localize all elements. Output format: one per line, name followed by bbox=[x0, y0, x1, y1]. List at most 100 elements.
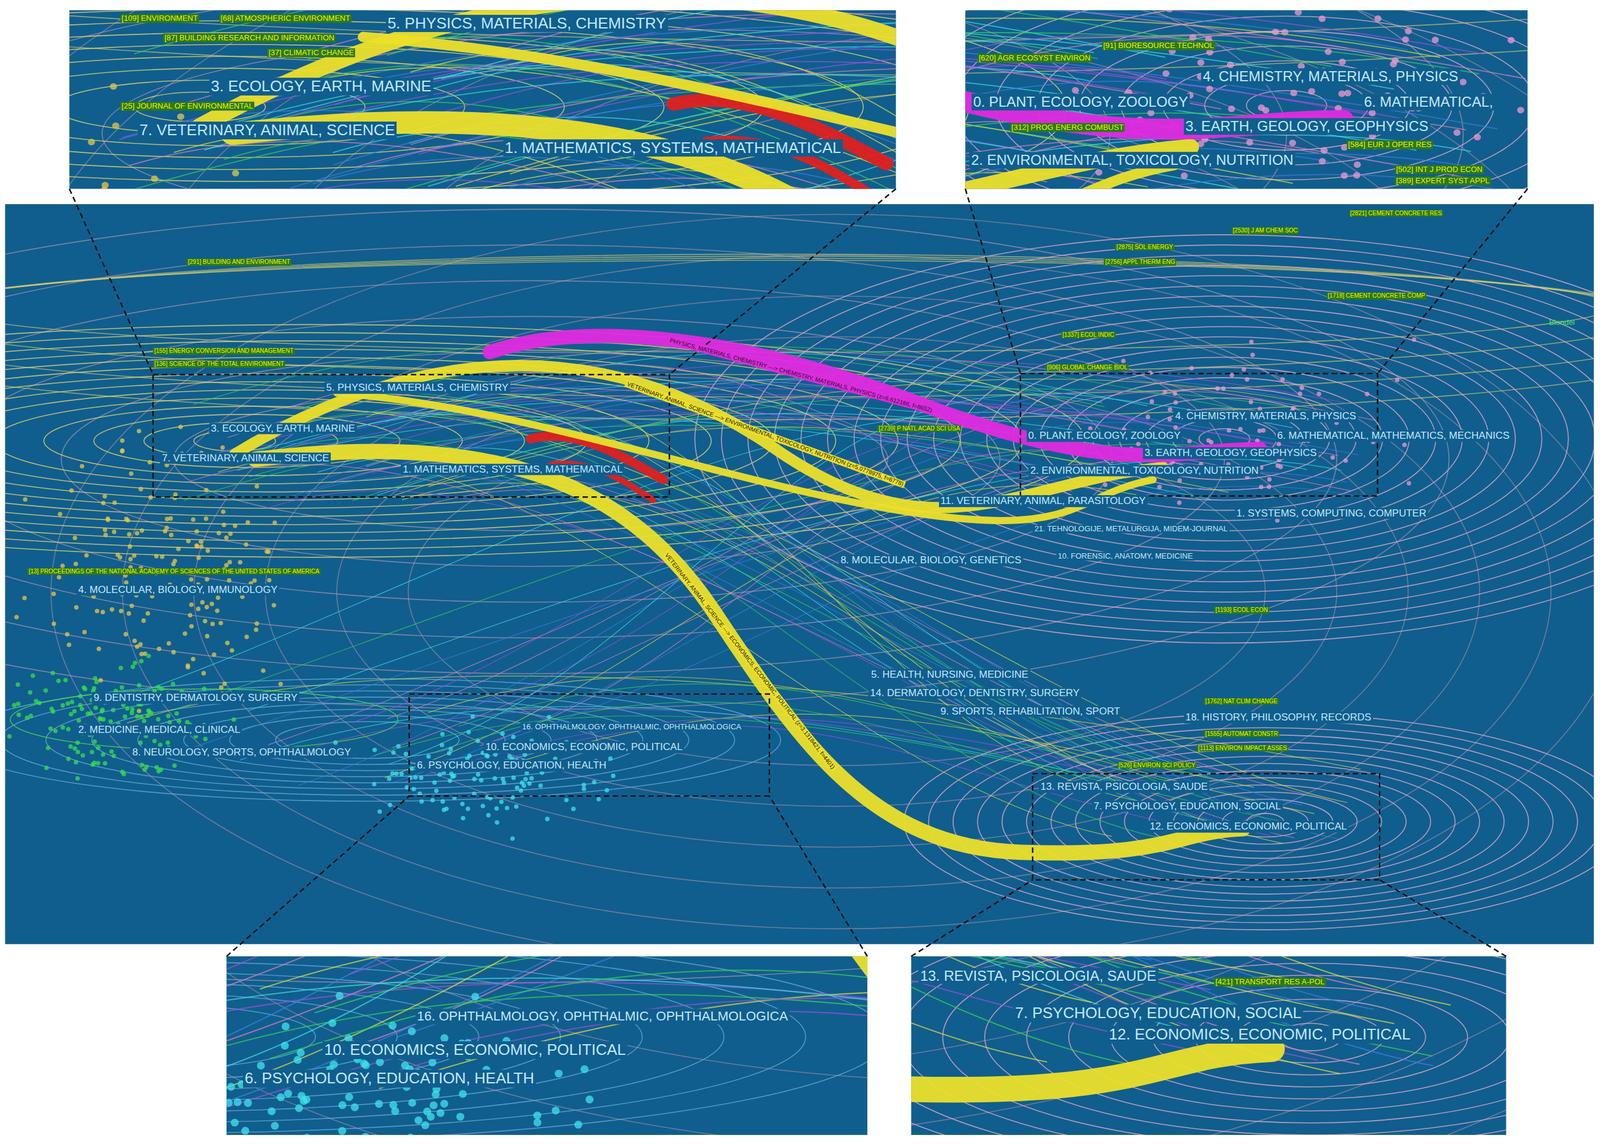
journal-dot bbox=[138, 642, 143, 647]
journal-dot bbox=[1260, 428, 1266, 433]
cluster-label: 8. NEUROLOGY, SPORTS, OPHTHALMOLOGY bbox=[130, 746, 353, 759]
journal-dot bbox=[145, 611, 151, 616]
citation-curve bbox=[373, 715, 1337, 833]
journal-dot bbox=[45, 745, 51, 751]
journal-dot bbox=[109, 607, 115, 612]
journal-dot bbox=[170, 681, 176, 687]
journal-dot bbox=[1276, 441, 1282, 447]
journal-dot bbox=[128, 556, 133, 562]
journal-dot bbox=[122, 714, 128, 720]
journal-dot bbox=[176, 546, 181, 552]
journal-dot bbox=[50, 670, 56, 676]
journal-dot bbox=[33, 698, 39, 704]
journal-dot bbox=[230, 647, 235, 653]
cluster-ellipse bbox=[226, 972, 561, 1101]
journal-dot bbox=[172, 762, 178, 768]
journal-dot bbox=[1453, 129, 1461, 136]
journal-dot bbox=[1431, 36, 1439, 44]
journal-dot bbox=[406, 1133, 415, 1135]
cluster-label: 1. MATHEMATICS, SYSTEMS, MATHEMATICAL bbox=[503, 139, 843, 158]
zoom-region bbox=[1032, 773, 1380, 880]
journal-dot bbox=[157, 646, 162, 652]
journal-dot bbox=[245, 519, 251, 525]
journal-dot bbox=[155, 716, 161, 722]
journal-dot bbox=[211, 652, 217, 657]
journal-dot bbox=[302, 1133, 311, 1135]
journal-dot bbox=[105, 517, 111, 523]
journal-dot bbox=[280, 1041, 289, 1050]
citation-curve bbox=[226, 956, 868, 1088]
journal-dot bbox=[127, 544, 133, 549]
cluster-ellipse bbox=[69, 10, 896, 189]
journal-dot bbox=[72, 535, 78, 541]
journal-dot bbox=[390, 770, 395, 776]
journal-dot bbox=[132, 553, 137, 558]
journal-dot bbox=[433, 788, 439, 794]
journal-dot bbox=[492, 775, 498, 781]
journal-dot bbox=[1459, 78, 1467, 86]
cluster-label: 2. MEDICINE, MEDICAL, CLINICAL bbox=[76, 723, 242, 736]
cluster-ellipse bbox=[50, 214, 1595, 944]
journal-dot bbox=[176, 718, 182, 724]
journal-dot bbox=[1177, 478, 1183, 484]
journal-dot bbox=[296, 1048, 305, 1057]
journal-dot bbox=[1071, 87, 1079, 94]
journal-dot bbox=[1391, 57, 1400, 65]
journal-dot bbox=[16, 701, 21, 707]
citation-curve bbox=[911, 956, 1360, 1065]
journal-label: [2875] SOL ENERGY bbox=[1115, 243, 1174, 251]
cluster-ellipse bbox=[827, 285, 1595, 592]
journal-dot bbox=[75, 740, 81, 746]
citation-curve bbox=[226, 977, 868, 1113]
journal-dot bbox=[283, 1088, 292, 1097]
cluster-ellipse bbox=[911, 956, 1507, 1135]
journal-dot bbox=[1320, 147, 1328, 154]
journal-dot bbox=[328, 1019, 337, 1027]
journal-dot bbox=[374, 1099, 383, 1108]
cluster-label: 9. SPORTS, REHABILITATION, SPORT bbox=[939, 705, 1123, 718]
journal-dot bbox=[475, 738, 481, 744]
journal-dot bbox=[244, 1099, 252, 1107]
cluster-ellipse bbox=[226, 956, 868, 1135]
journal-dot bbox=[43, 688, 49, 693]
journal-dot bbox=[79, 706, 85, 712]
journal-dot bbox=[132, 660, 138, 666]
cluster-label: 4. CHEMISTRY, MATERIALS, PHYSICS bbox=[1201, 68, 1461, 85]
journal-dot bbox=[123, 631, 129, 637]
citation-curve bbox=[911, 956, 1211, 990]
citation-curve bbox=[911, 956, 1433, 1056]
journal-dot bbox=[458, 1089, 467, 1098]
cluster-ellipse bbox=[1051, 755, 1480, 887]
journal-dot bbox=[69, 487, 75, 493]
journal-dot bbox=[75, 749, 81, 755]
journal-dot bbox=[202, 618, 208, 624]
journal-dot bbox=[511, 775, 517, 781]
journal-dot bbox=[27, 690, 33, 695]
journal-dot bbox=[103, 532, 108, 538]
journal-dot bbox=[1189, 33, 1197, 41]
cluster-label: 18. HISTORY, PHILOSOPHY, RECORDS bbox=[1183, 711, 1373, 724]
journal-dot bbox=[533, 1118, 542, 1126]
journal-dot bbox=[1299, 385, 1305, 391]
journal-dot bbox=[1121, 358, 1126, 364]
map-ground bbox=[69, 10, 896, 189]
journal-dot bbox=[136, 708, 142, 714]
journal-dot bbox=[152, 738, 158, 744]
journal-dot bbox=[233, 1097, 242, 1106]
journal-label: [25] JOURNAL OF ENVIRONMENTAL bbox=[120, 101, 255, 111]
journal-dot bbox=[92, 739, 98, 744]
zoom-inset-art bbox=[69, 10, 896, 189]
journal-dot bbox=[202, 686, 207, 692]
journal-dot bbox=[544, 816, 550, 822]
journal-dot bbox=[1157, 484, 1162, 490]
journal-dot bbox=[608, 755, 613, 761]
journal-dot bbox=[409, 765, 415, 771]
cluster-ellipse bbox=[122, 254, 1552, 929]
journal-dot bbox=[478, 777, 484, 783]
cluster-label: 12. ECONOMICS, ECONOMIC, POLITICAL bbox=[1147, 820, 1349, 833]
journal-dot bbox=[533, 1110, 542, 1119]
journal-label: [1555] AUTOMAT CONSTR bbox=[1204, 730, 1280, 738]
journal-dot bbox=[187, 612, 193, 618]
journal-dot bbox=[1473, 133, 1481, 141]
journal-dot bbox=[377, 809, 383, 814]
